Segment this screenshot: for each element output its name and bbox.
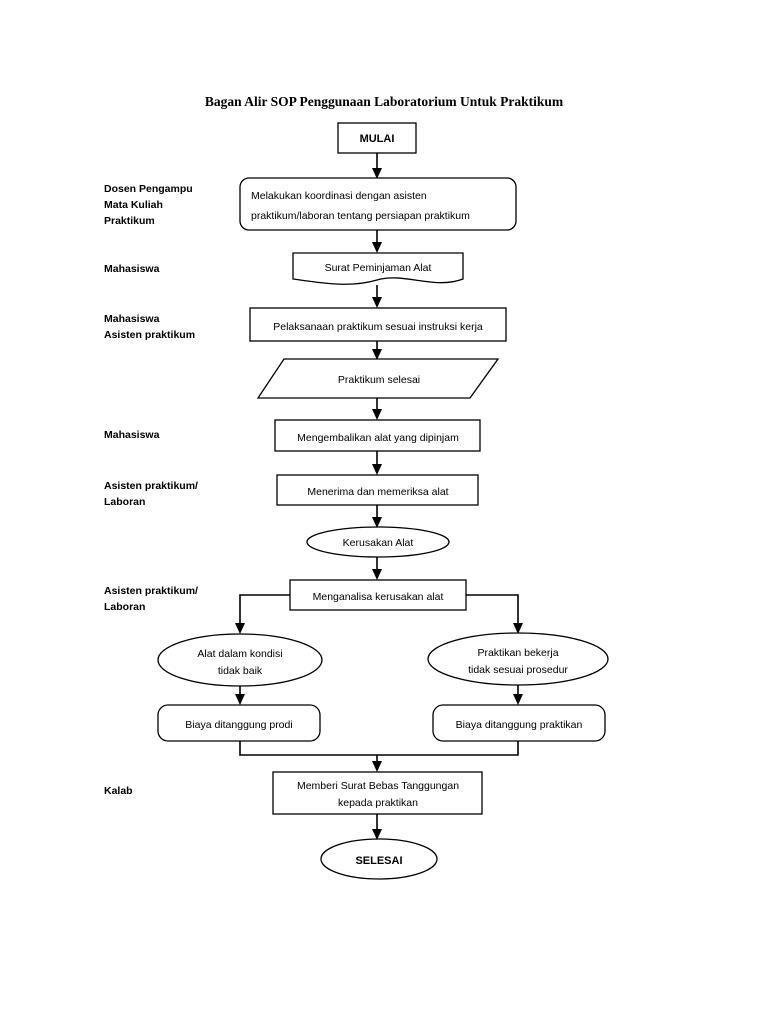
node-selesai-shape: [320, 838, 438, 880]
connector-alat-tidak-baik-to-biaya-prodi: [235, 686, 245, 705]
node-surat-peminjaman-label: Surat Peminjaman Alat: [325, 262, 432, 274]
node-biaya-praktikan-label: Biaya ditanggung praktikan: [456, 719, 583, 731]
lane-label-line: Asisten praktikum: [104, 329, 195, 341]
node-praktikan-tidak-sesuai[interactable]: Praktikan bekerja tidak sesuai prosedur: [427, 632, 609, 686]
node-menerima-label: Menerima dan memeriksa alat: [307, 486, 448, 498]
node-koordinasi-label-line-1: Melakukan koordinasi dengan asisten: [251, 190, 427, 202]
node-mulai[interactable]: MULAI: [337, 122, 417, 154]
node-surat-peminjaman-shape: [292, 252, 464, 285]
node-mulai-label: MULAI: [360, 133, 395, 145]
node-menerima[interactable]: Menerima dan memeriksa alat: [276, 474, 479, 506]
node-menganalisa-shape: [289, 579, 467, 611]
node-surat-bebas-label-line-2: kepada praktikan: [338, 797, 418, 809]
node-praktikan-tidak-sesuai-label-line-1: Praktikan bekerja: [477, 647, 558, 659]
connector-menganalisa-to-praktikan-tidak-sesuai: [466, 594, 523, 634]
node-surat-bebas-shape: [272, 771, 483, 815]
connector-menganalisa-to-alat-tidak-baik: [235, 594, 290, 634]
node-biaya-praktikan-shape: [432, 704, 606, 742]
node-koordinasi-label-line-2: praktikum/laboran tentang persiapan prak…: [251, 210, 470, 222]
node-kerusakan-alat-shape: [306, 526, 450, 558]
connector-menerima-to-kerusakan: [372, 504, 382, 528]
lane-label-line: Asisten praktikum/: [104, 585, 198, 597]
node-surat-bebas-label-line-1: Memberi Surat Bebas Tanggungan: [297, 780, 459, 792]
node-surat-bebas[interactable]: Memberi Surat Bebas Tanggungan kepada pr…: [272, 771, 483, 815]
connector-praktikum-selesai-to-mengembalikan: [372, 398, 382, 420]
connector-merge-to-surat-bebas: [239, 741, 519, 772]
node-mulai-shape: [337, 122, 417, 154]
lane-label-line: Mahasiswa: [104, 313, 160, 325]
connector-surat-to-pelaksanaan: [372, 285, 382, 308]
node-mengembalikan-shape: [274, 419, 481, 452]
lane-label-line: Kalab: [104, 785, 133, 797]
connector-kerusakan-to-menganalisa: [372, 557, 382, 580]
node-pelaksanaan-shape: [249, 307, 507, 342]
lane-label-line: Laboran: [104, 601, 145, 613]
node-kerusakan-alat-label: Kerusakan Alat: [343, 537, 414, 549]
lane-label-line: Dosen Pengampu: [104, 183, 193, 195]
node-koordinasi-shape: [239, 177, 517, 231]
node-kerusakan-alat[interactable]: Kerusakan Alat: [306, 526, 450, 558]
node-alat-tidak-baik-label-line-1: Alat dalam kondisi: [197, 648, 282, 660]
node-menganalisa[interactable]: Menganalisa kerusakan alat: [289, 579, 467, 611]
lane-label-dosen-pengampu: Dosen Pengampu Mata Kuliah Praktikum: [104, 183, 193, 227]
lane-label-line: Praktikum: [104, 215, 155, 227]
lane-label-line: Mahasiswa: [104, 429, 160, 441]
node-selesai-label: SELESAI: [355, 855, 402, 867]
node-selesai[interactable]: SELESAI: [320, 838, 438, 880]
node-alat-tidak-baik-label-line-2: tidak baik: [218, 665, 263, 677]
node-pelaksanaan-label: Pelaksanaan praktikum sesuai instruksi k…: [273, 321, 483, 333]
node-biaya-prodi-shape: [157, 704, 321, 742]
node-biaya-prodi-label: Biaya ditanggung prodi: [185, 719, 292, 731]
node-praktikum-selesai-label: Praktikum selesai: [338, 374, 420, 386]
node-praktikum-selesai-shape: [256, 358, 500, 399]
node-alat-tidak-baik-shape: [157, 633, 323, 687]
lane-label-mahasiswa-1: Mahasiswa: [104, 263, 160, 275]
lane-label-asisten-laboran-1: Asisten praktikum/ Laboran: [104, 480, 198, 508]
page-title: Bagan Alir SOP Penggunaan Laboratorium U…: [205, 94, 564, 109]
lane-label-line: Asisten praktikum/: [104, 480, 198, 492]
connector-pelaksanaan-to-praktikum-selesai: [372, 341, 382, 360]
lane-label-kalab: Kalab: [104, 785, 133, 797]
lane-label-asisten-laboran-2: Asisten praktikum/ Laboran: [104, 585, 198, 613]
node-praktikan-tidak-sesuai-label-line-2: tidak sesuai prosedur: [468, 664, 568, 676]
node-praktikan-tidak-sesuai-shape: [427, 632, 609, 686]
lane-label-mahasiswa-2: Mahasiswa: [104, 429, 160, 441]
node-mengembalikan[interactable]: Mengembalikan alat yang dipinjam: [274, 419, 481, 452]
connector-mulai-to-koordinasi: [372, 153, 382, 179]
node-surat-peminjaman[interactable]: Surat Peminjaman Alat: [292, 252, 464, 285]
node-praktikum-selesai[interactable]: Praktikum selesai: [256, 358, 500, 399]
node-menganalisa-label: Menganalisa kerusakan alat: [313, 591, 444, 603]
connector-surat-bebas-to-selesai: [372, 814, 382, 840]
node-biaya-prodi[interactable]: Biaya ditanggung prodi: [157, 704, 321, 742]
node-pelaksanaan[interactable]: Pelaksanaan praktikum sesuai instruksi k…: [249, 307, 507, 342]
node-alat-tidak-baik[interactable]: Alat dalam kondisi tidak baik: [157, 633, 323, 687]
node-biaya-praktikan[interactable]: Biaya ditanggung praktikan: [432, 704, 606, 742]
lane-label-line: Laboran: [104, 496, 145, 508]
connector-koordinasi-to-surat: [372, 230, 382, 253]
lane-label-line: Mata Kuliah: [104, 199, 163, 211]
lane-label-line: Mahasiswa: [104, 263, 160, 275]
node-menerima-shape: [276, 474, 479, 506]
node-koordinasi[interactable]: Melakukan koordinasi dengan asisten prak…: [239, 177, 517, 231]
node-mengembalikan-label: Mengembalikan alat yang dipinjam: [297, 432, 459, 444]
connector-praktikan-tidak-sesuai-to-biaya-praktikan: [513, 685, 523, 705]
lane-label-mahasiswa-asisten: Mahasiswa Asisten praktikum: [104, 313, 195, 341]
connector-mengembalikan-to-menerima: [372, 451, 382, 475]
